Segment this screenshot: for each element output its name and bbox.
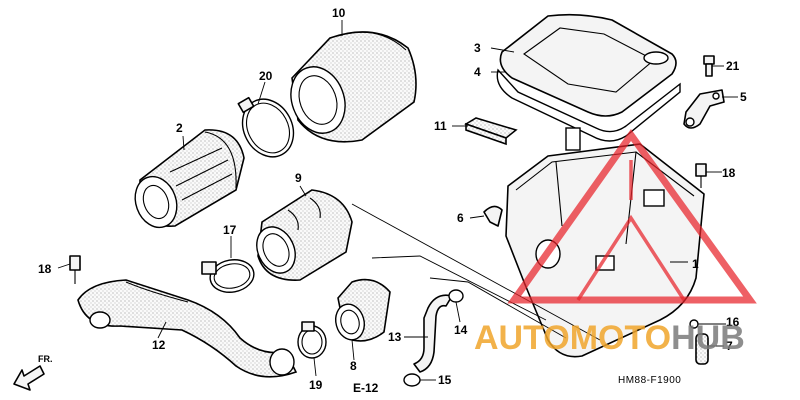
watermark-text-moto: MOTO [570, 319, 671, 357]
part-8-elbow-boot [334, 278, 391, 342]
callout-17: 17 [223, 223, 237, 237]
callout-21: 21 [726, 59, 740, 73]
watermark-text-hub: HUB [671, 319, 745, 357]
callout-16: 16 [726, 315, 740, 329]
callout-11: 11 [434, 119, 447, 133]
callout-labels: 1 2 3 4 5 6 7 8 9 10 11 12 13 14 15 16 1… [38, 6, 747, 392]
part-14-tube-clip [448, 289, 464, 303]
section-reference: E-12 [353, 381, 379, 395]
callout-4: 4 [474, 65, 481, 79]
callout-13: 13 [388, 330, 402, 344]
part-10-filter-element [290, 31, 417, 143]
part-5-stay-bracket [683, 89, 725, 129]
callout-10: 10 [332, 6, 346, 20]
part-19-clamp [297, 321, 327, 359]
part-11-foam-pad [464, 117, 518, 146]
callout-14: 14 [454, 323, 468, 337]
drawing-code: HM88-F1900 [618, 375, 681, 386]
watermark-logo: AUTOMOTOHUB [474, 128, 757, 357]
part-9-connecting-tube [256, 189, 353, 281]
front-direction-arrow: FR. [13, 354, 53, 391]
callout-15: 15 [438, 373, 452, 387]
callout-12: 12 [152, 338, 166, 352]
part-15-tube-clip [403, 373, 421, 387]
part-17-band-clamp [201, 259, 255, 293]
callout-7: 7 [726, 339, 733, 353]
part-18-clip-right [695, 163, 707, 188]
callout-6: 6 [457, 211, 464, 225]
watermark-text-auto: AUTO [474, 319, 570, 357]
callout-8: 8 [350, 359, 357, 373]
part-20-band-clamp [237, 96, 295, 158]
part-2-inner-filter [134, 129, 245, 229]
part-6-clip [483, 205, 503, 227]
part-12-intake-duct [77, 279, 298, 378]
front-direction-label: FR. [38, 354, 53, 364]
watermark-text: AUTOMOTOHUB [474, 319, 745, 357]
part-18-clip-left [69, 255, 81, 284]
callout-3: 3 [474, 41, 481, 55]
part-3-air-cleaner-cover [499, 13, 677, 117]
part-4-cover-seal [496, 68, 681, 142]
part-21-bolt [703, 55, 715, 77]
callout-1: 1 [692, 257, 699, 271]
callout-18-left: 18 [38, 262, 52, 276]
leader-lines [57, 20, 738, 381]
callout-18-right: 18 [722, 166, 736, 180]
callout-19: 19 [309, 378, 323, 392]
callout-5: 5 [740, 90, 747, 104]
callout-9: 9 [295, 171, 302, 185]
callout-2: 2 [176, 121, 183, 135]
part-7-drain-plug [695, 333, 709, 365]
callout-20: 20 [259, 69, 273, 83]
part-13-breather-tube [413, 294, 453, 373]
